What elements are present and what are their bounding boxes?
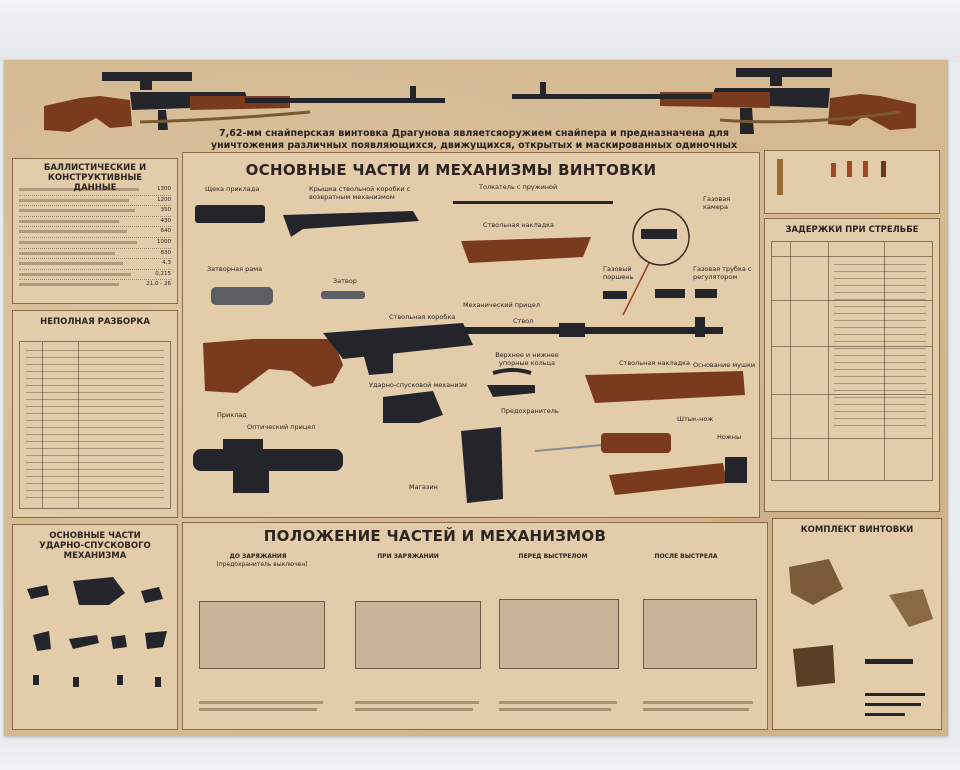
main-parts-title: ОСНОВНЫЕ ЧАСТИ И МЕХАНИЗМЫ ВИНТОВКИ — [245, 161, 657, 179]
partial-disassembly-panel: НЕПОЛНАЯ РАЗБОРКА — [12, 310, 178, 518]
ballistic-value: 4,3 — [162, 260, 171, 267]
ballistic-value: 830 — [160, 249, 172, 256]
ballistic-value: 640 — [160, 228, 172, 235]
firing-delays-panel: ЗАДЕРЖКИ ПРИ СТРЕЛЬБЕ — [764, 218, 940, 512]
ballistic-data-panel: БАЛЛИСТИЧЕСКИЕ И КОНСТРУКТИВНЫЕ ДАННЫЕ 1… — [12, 158, 178, 304]
ballistic-value: 350 — [160, 207, 172, 214]
main-parts-panel: ОСНОВНЫЕ ЧАСТИ И МЕХАНИЗМЫ ВИНТОВКИ — [182, 152, 760, 518]
ballistic-value: 0,215 — [155, 270, 171, 277]
mechanism-diagram — [499, 599, 619, 669]
ballistic-value: 1200 — [157, 196, 171, 203]
mechanism-diagram — [643, 599, 757, 669]
firing-delays-table — [771, 241, 933, 481]
label-gas-chamber: Газовая камера — [703, 195, 731, 211]
ballistic-value: 1000 — [157, 238, 171, 245]
ballistic-value: 1300 — [157, 186, 171, 192]
trigger-parts-title: ОСНОВНЫЕ ЧАСТИ УДАРНО-СПУСКОВОГО МЕХАНИЗ… — [39, 531, 151, 561]
label-bolt: Затвор — [333, 277, 357, 285]
label-scabbard: Ножны — [717, 433, 742, 441]
positions-title: ПОЛОЖЕНИЕ ЧАСТЕЙ И МЕХАНИЗМОВ — [263, 527, 607, 545]
wall-background-bottom — [0, 738, 960, 770]
ballistic-value: 430 — [160, 217, 172, 224]
cartridges-panel — [764, 150, 940, 214]
label-optic-sight: Оптический прицел — [247, 423, 316, 431]
trigger-parts-illustration — [27, 577, 167, 687]
rifle-illustration-left — [44, 72, 445, 132]
label-receiver: Ствольная коробка — [389, 313, 456, 321]
svd-poster: 7,62-мм снайперская винтовка Драгунова я… — [4, 60, 948, 736]
ballistic-rows: 1300 1200 350 430 640 1000 830 4,3 0,215… — [19, 185, 171, 290]
label-safety: Предохранитель — [501, 407, 559, 415]
rifle-kit-illustration — [789, 559, 933, 716]
label-front-sight: Основание мушки — [693, 361, 756, 369]
stage-before-loading-sub: (предохранитель выключен) — [216, 561, 308, 568]
label-pusher: Толкатель с пружиной — [479, 183, 558, 191]
label-rings: Верхнее и нижнее упорные кольца — [495, 351, 559, 367]
mechanism-diagram — [199, 601, 325, 669]
wall-background-top — [0, 0, 960, 62]
label-bayonet: Штык-нож — [677, 415, 714, 423]
label-stock: Приклад — [217, 411, 247, 419]
label-trigger-mechanism: Ударно-спусковой механизм — [369, 381, 467, 389]
rifle-kit-panel: КОМПЛЕКТ ВИНТОВКИ — [772, 518, 942, 730]
label-receiver-cover: Крышка ствольной коробки с возвратным ме… — [309, 185, 411, 201]
stage-before-loading: ДО ЗАРЯЖАНИЯ — [229, 553, 287, 560]
label-handguard-top: Ствольная накладка — [483, 221, 555, 229]
ballistic-value: 21,0 - 26 — [146, 281, 171, 288]
partial-disassembly-table — [19, 341, 171, 509]
ballistic-title: БАЛЛИСТИЧЕСКИЕ И КОНСТРУКТИВНЫЕ ДАННЫЕ — [43, 163, 147, 193]
positions-panel: ПОЛОЖЕНИЕ ЧАСТЕЙ И МЕХАНИЗМОВ ДО ЗАРЯЖАН… — [182, 522, 768, 730]
label-handguard-bottom: Ствольная накладка — [619, 359, 691, 367]
parts-illustration — [193, 201, 747, 503]
rifle-illustration-right — [512, 68, 916, 134]
firing-delays-title: ЗАДЕРЖКИ ПРИ СТРЕЛЬБЕ — [785, 225, 919, 235]
cartridges-illustration — [777, 159, 886, 195]
rifle-kit-title: КОМПЛЕКТ ВИНТОВКИ — [800, 525, 914, 535]
label-magazine: Магазин — [409, 483, 438, 491]
label-bolt-carrier: Затворная рама — [207, 265, 263, 273]
label-barrel: Ствол — [513, 317, 534, 325]
label-mech-sight: Механический прицел — [463, 301, 540, 309]
label-buttplate: Щека приклада — [205, 185, 260, 193]
stage-after-shot: ПОСЛЕ ВЫСТРЕЛА — [654, 553, 718, 560]
mechanism-diagram — [355, 601, 481, 669]
positions-notes — [199, 699, 753, 721]
partial-disassembly-title: НЕПОЛНАЯ РАЗБОРКА — [40, 317, 150, 327]
label-gas-piston: Газовый поршень — [603, 265, 634, 281]
trigger-parts-panel: ОСНОВНЫЕ ЧАСТИ УДАРНО-СПУСКОВОГО МЕХАНИЗ… — [12, 524, 178, 730]
label-gas-tube: Газовая трубка с регулятором — [693, 265, 752, 281]
stage-during-loading: ПРИ ЗАРЯЖАНИИ — [377, 553, 439, 560]
stage-before-shot: ПЕРЕД ВЫСТРЕЛОМ — [518, 553, 588, 560]
